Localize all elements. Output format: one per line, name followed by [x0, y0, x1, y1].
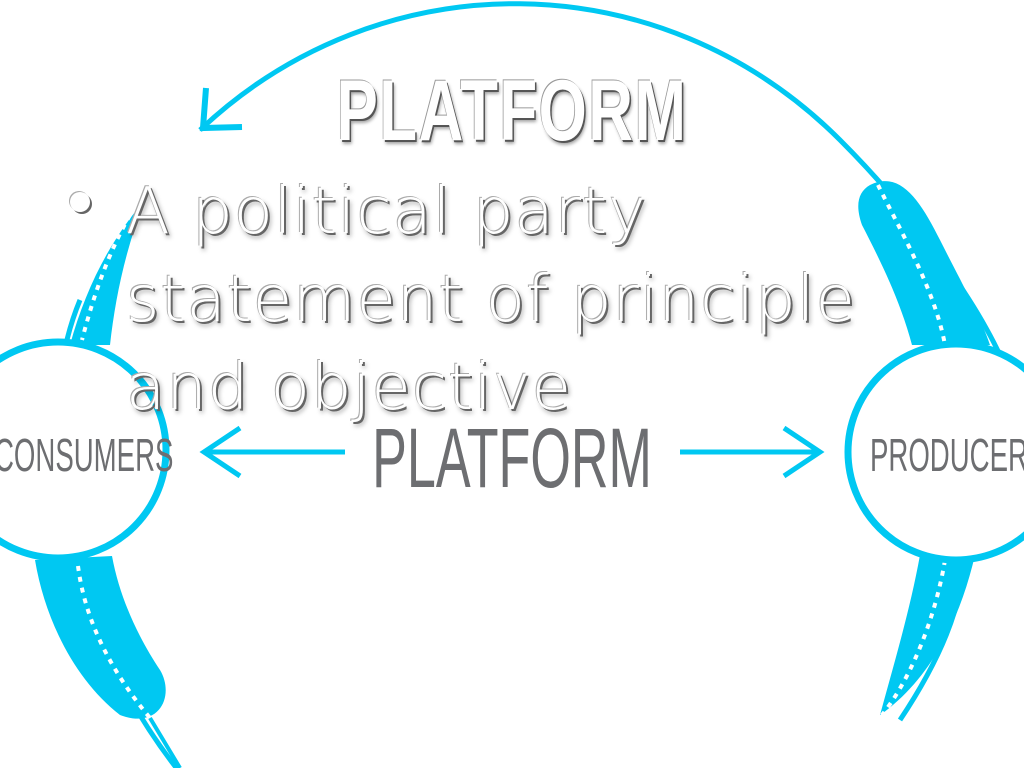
right-upper-band: [858, 181, 990, 346]
bullet-line-1: A political party: [126, 175, 647, 249]
slide-title: PLATFORM: [336, 63, 688, 159]
left-upper-band: [70, 200, 145, 345]
producers-node: [844, 340, 1024, 564]
cycle-arrowhead-icon: [199, 87, 243, 132]
arrow-to-producers-icon: [680, 425, 825, 479]
bullet-line-3: and objective: [126, 351, 572, 425]
bullet-list: A political party statement of principle…: [64, 168, 886, 432]
bullet-line-2: statement of principle: [126, 263, 856, 337]
bullet-dot-icon: [70, 192, 90, 212]
producers-label: PRODUCERS: [870, 429, 1024, 481]
consumers-label: CONSUMERS: [0, 429, 174, 481]
right-lower-band: [880, 555, 975, 717]
arrow-to-consumers-icon: [199, 425, 345, 479]
bullet-item: A political party statement of principle…: [64, 168, 886, 432]
left-lower-band: [35, 556, 182, 768]
consumers-node: [0, 338, 170, 562]
platform-center-label: PLATFORM: [372, 411, 652, 505]
